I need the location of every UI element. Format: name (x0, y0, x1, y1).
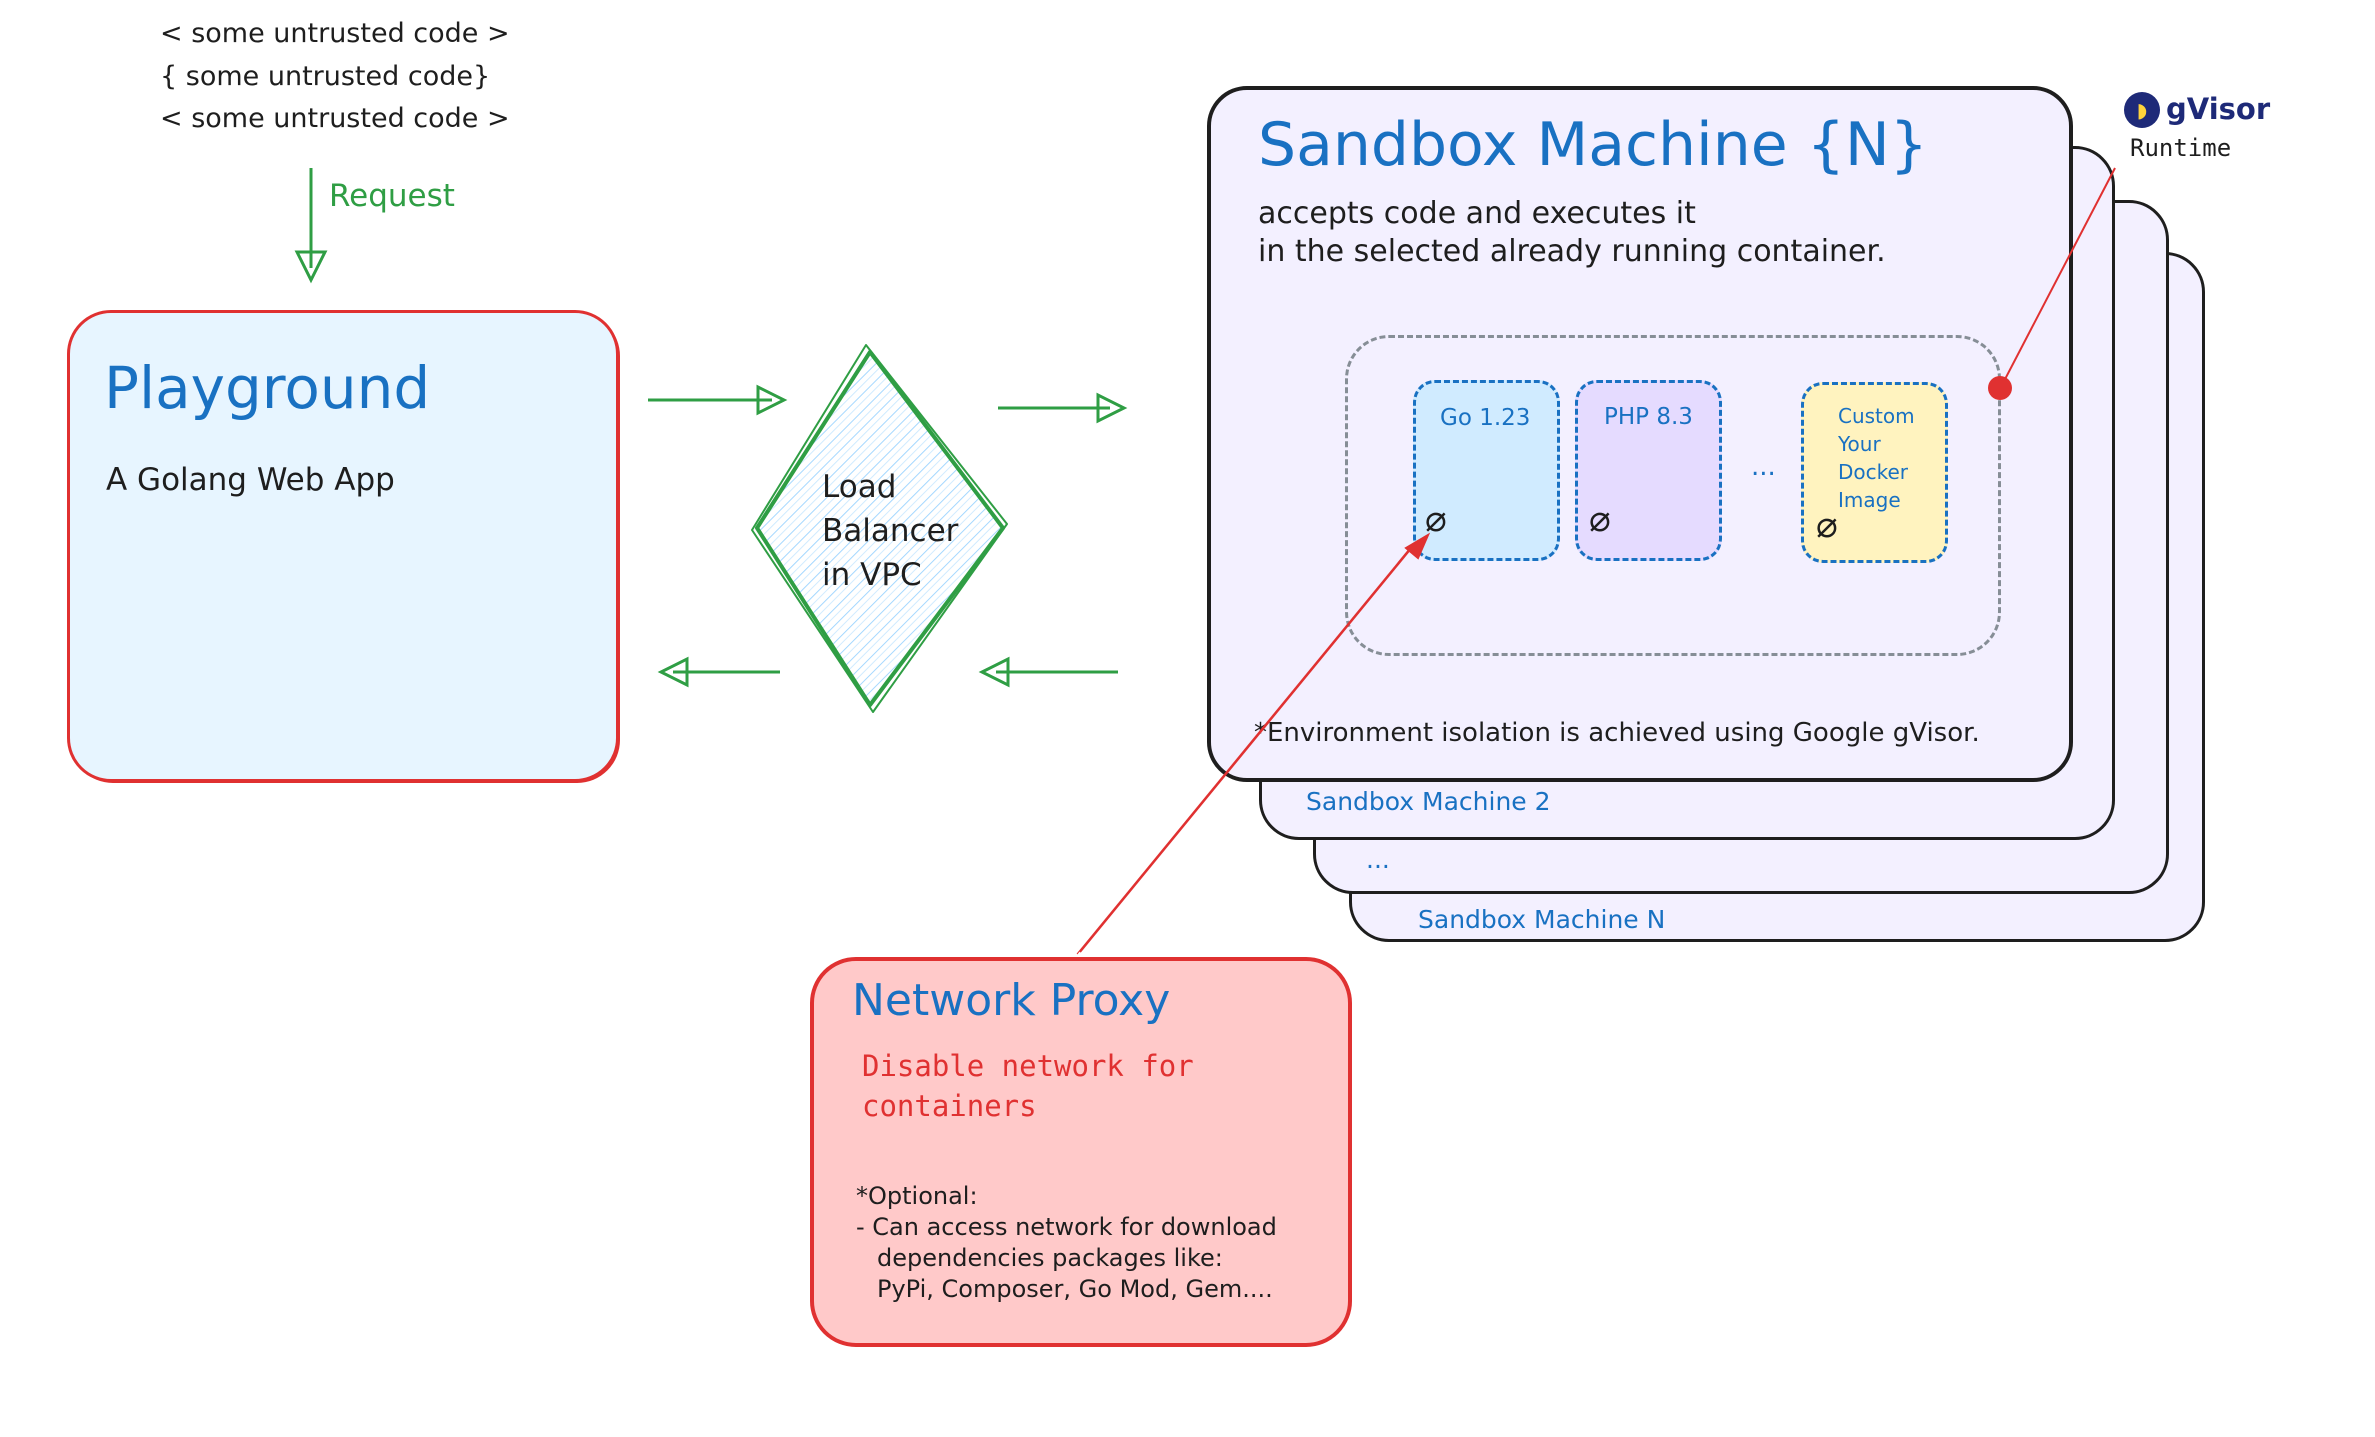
gvisor-runtime-label: Runtime (2130, 134, 2232, 162)
playground-title: Playground (104, 354, 431, 422)
network-proxy-note-line-1: - Can access network for download (856, 1213, 1277, 1241)
load-balancer-label-line-3: in VPC (822, 557, 922, 593)
container-php-label: PHP 8.3 (1604, 404, 1693, 430)
request-arrow (294, 168, 328, 284)
untrusted-code-line-2: { some untrusted code} (160, 61, 491, 92)
containers-more: ... (1751, 452, 1776, 482)
no-network-icon: ⌀ (1425, 499, 1447, 540)
sandbox-note: *Environment isolation is achieved using… (1254, 718, 1980, 748)
arrow-lb-to-playground (657, 656, 780, 688)
gvisor-connector (1988, 167, 2116, 400)
sandbox-description-line-1: accepts code and executes it (1258, 196, 1696, 231)
network-proxy-subtitle: Disable network for containers (862, 1049, 1194, 1123)
network-proxy-box (810, 957, 1352, 1347)
container-custom (1801, 382, 1948, 563)
network-proxy-note-line-3: PyPi, Composer, Go Mod, Gem.... (877, 1275, 1273, 1303)
playground-box (67, 310, 619, 782)
containers-area (1345, 335, 2001, 656)
sandbox-machine-2-label: Sandbox Machine 2 (1306, 787, 1551, 816)
network-proxy-note-line-2: dependencies packages like: (877, 1244, 1223, 1272)
request-label: Request (329, 178, 455, 214)
sandbox-title: Sandbox Machine {N} (1258, 110, 1928, 180)
no-network-icon: ⌀ (1589, 499, 1611, 540)
load-balancer-diamond (751, 344, 1008, 713)
container-go (1413, 380, 1560, 561)
gvisor-name: gVisor (2166, 92, 2271, 126)
playground-subtitle: A Golang Web App (106, 462, 395, 498)
container-php (1575, 380, 1722, 561)
network-proxy-title: Network Proxy (852, 975, 1171, 1026)
network-proxy-note-title: *Optional: (856, 1182, 978, 1210)
arrow-playground-to-lb (648, 384, 788, 416)
container-custom-label: Custom Your Docker Image (1838, 404, 1915, 512)
no-network-icon: ⌀ (1816, 505, 1838, 546)
arrow-sandbox-to-lb (978, 656, 1118, 688)
load-balancer-label: Load Balancer in VPC (822, 465, 958, 597)
sandbox-description-line-2: in the selected already running containe… (1258, 234, 1886, 269)
sandbox-machine-n-label: Sandbox Machine N (1418, 905, 1666, 934)
load-balancer-label-line-1: Load (822, 469, 897, 505)
arrow-lb-to-sandbox (998, 392, 1128, 424)
untrusted-code-line-1: < some untrusted code > (160, 18, 510, 49)
sandbox-machine-ellipsis-label: ... (1366, 845, 1390, 874)
untrusted-code-line-3: < some untrusted code > (160, 103, 510, 134)
proxy-to-container-arrow (1076, 532, 1431, 955)
gvisor-logo-icon: ◗ (2124, 92, 2160, 128)
container-go-label: Go 1.23 (1440, 405, 1531, 431)
load-balancer-label-line-2: Balancer (822, 513, 959, 549)
